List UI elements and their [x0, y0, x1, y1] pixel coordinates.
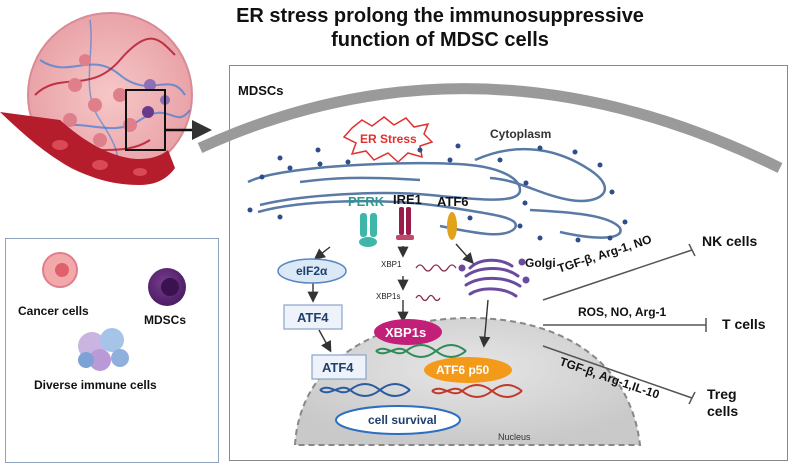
perk-label: PERK [348, 194, 385, 209]
eif2a-label: eIF2α [296, 264, 328, 278]
title-line-2: function of MDSC cells [331, 29, 549, 51]
xbp1-mrna-label: XBP1 [381, 260, 402, 269]
ire1-label: IRE1 [393, 192, 422, 207]
dna-blue [319, 383, 411, 397]
atf6-p50-protein [424, 357, 512, 383]
legend-immune-label: Diverse immune cells [34, 378, 157, 392]
inhibition-lines [542, 243, 707, 405]
t-mediators-label: ROS, NO, Arg-1 [578, 305, 667, 319]
blood-vessel [0, 112, 175, 185]
atf4-cyto-label: ATF4 [297, 310, 329, 325]
nk-cells-label: NK cells [702, 233, 758, 249]
t-cells-label: T cells [722, 316, 766, 332]
cytoplasm-label: Cytoplasm [490, 127, 552, 141]
tumor-tissue-illustration [0, 12, 212, 185]
legend-cancer-label: Cancer cells [18, 304, 89, 318]
xbp1s-mrna-squiggle [415, 294, 441, 302]
atf4-nuc-box [311, 354, 367, 380]
atf6-p50-label: ATF6 p50 [436, 363, 490, 377]
er-stress-label: ER Stress [360, 132, 417, 146]
nucleus-label: Nucleus [498, 432, 531, 442]
zoom-box [125, 89, 166, 151]
golgi-apparatus [458, 258, 530, 298]
pathway-arrows [307, 243, 491, 353]
ire1-sensor [396, 207, 414, 240]
xbp1s-mrna-label: XBP1s [376, 292, 401, 301]
cancer-cell-icon [42, 252, 78, 288]
xbp1s-protein [374, 319, 442, 345]
mdscs-label: MDSCs [238, 83, 284, 98]
treg-label-line-1: Treg [707, 386, 737, 402]
figure-title: ER stress prolong the immunosuppressive … [230, 4, 650, 52]
xbp1s-protein-label: XBP1s [385, 325, 427, 340]
dna-red [431, 384, 523, 398]
cell-membrane [197, 83, 783, 173]
endoplasmic-reticulum [247, 147, 622, 239]
perk-sensor [359, 213, 377, 247]
xbp1-mrna-squiggle [415, 264, 457, 272]
cell-survival-label: cell survival [368, 413, 437, 427]
immune-cells-icon [78, 328, 129, 371]
dna-green [375, 344, 467, 358]
mdsc-icon [148, 268, 186, 306]
er-stress-burst [342, 116, 434, 164]
treg-label-line-2: cells [707, 403, 739, 419]
eif2a-oval [277, 258, 347, 284]
ribosome-dots [247, 143, 628, 243]
treg-cells-label: Treg cells [707, 386, 738, 420]
cell-survival-oval [335, 405, 461, 435]
atf6-label: ATF6 [437, 194, 469, 209]
atf4-cyto-box [283, 304, 343, 330]
atf4-nuc-label: ATF4 [322, 360, 354, 375]
golgi-label: Golgi [525, 256, 556, 270]
atf6-sensor [447, 212, 457, 240]
legend-mdsc-label: MDSCs [144, 313, 187, 327]
title-line-1: ER stress prolong the immunosuppressive [236, 5, 644, 27]
